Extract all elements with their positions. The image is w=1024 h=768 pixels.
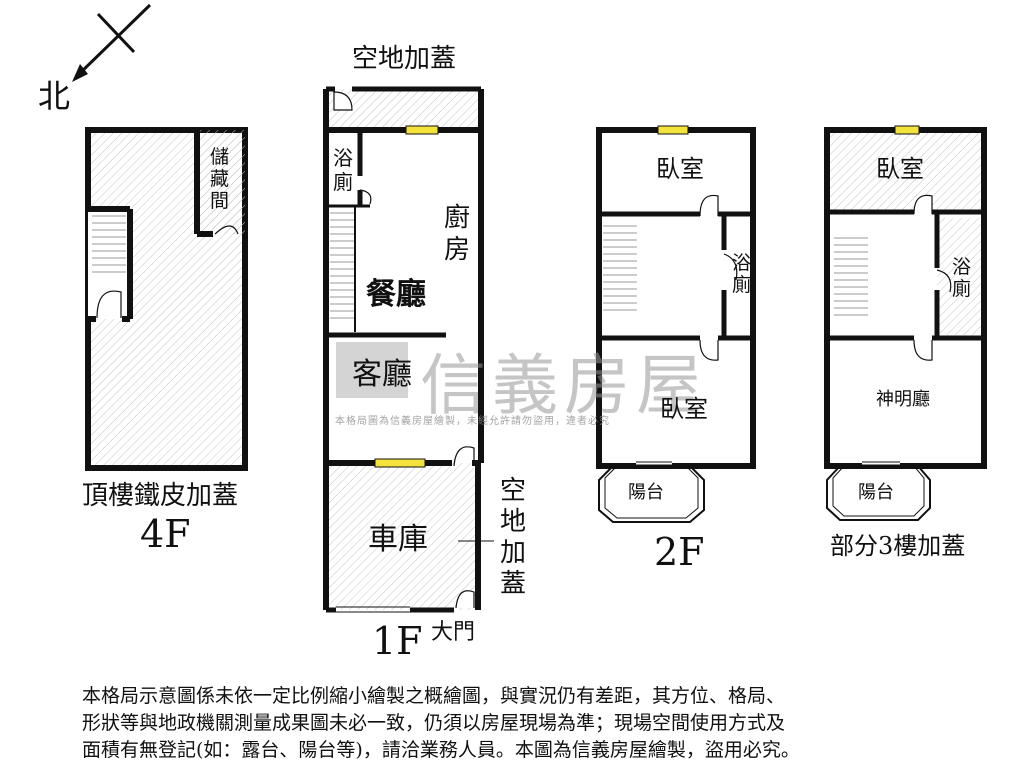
- floor4-label: 4F: [140, 512, 191, 556]
- floor2-label: 2F: [654, 530, 705, 574]
- floor4-storage-label: 儲 藏 間: [210, 146, 230, 212]
- disclaimer-line: 面積有無登記(如：露台、陽台等)，請洽業務人員。本圖為信義房屋繪製，盜用必究。: [82, 739, 800, 761]
- floor2-bath-label: 浴 廁: [732, 252, 752, 296]
- floor4-title: 頂樓鐵皮加蓋: [82, 481, 239, 511]
- floor3-shrine-label: 神明廳: [876, 389, 930, 410]
- floor3-bath-label: 浴 廁: [952, 256, 972, 300]
- floor2-bedroom-top-label: 臥室: [656, 155, 704, 183]
- watermark-logo-mark: [336, 342, 408, 398]
- floor3-bedroom-label: 臥室: [876, 155, 924, 183]
- floor-1f-plan: [323, 86, 494, 613]
- floor1-garage-label: 車庫: [368, 522, 428, 557]
- floor1-bath-label: 浴 廁: [333, 146, 353, 194]
- disclaimer-line: 本格局示意圖係未依一定比例縮小繪製之概繪圖，與實況仍有差距，其方位、格局、: [82, 685, 786, 707]
- floor2-balcony-label: 陽台: [628, 482, 664, 503]
- watermark-text: 本格局圖為信義房屋繪製，未經允許請勿盜用，違者必究: [335, 416, 610, 427]
- floor3-balcony-label: 陽台: [858, 482, 894, 503]
- floor1-main-door-label: 大門: [431, 620, 476, 645]
- floor1-kitchen-label: 廚 房: [444, 203, 471, 265]
- north-arrow-icon: [72, 3, 152, 82]
- floor1-side-addition-label: 空 地 加 蓋: [500, 476, 527, 599]
- north-label: 北: [38, 77, 71, 115]
- watermark-logo: 信義房屋: [420, 347, 708, 424]
- floor1-label: 1F: [372, 619, 423, 663]
- floor-3f-plan: [824, 125, 987, 521]
- floor1-dining-label: 餐廳: [366, 277, 426, 312]
- disclaimer-text: 本格局示意圖係未依一定比例縮小繪製之概繪圖，與實況仍有差距，其方位、格局、 形狀…: [82, 683, 982, 764]
- floor3-title: 部分3樓加蓋: [830, 532, 966, 560]
- floor-2f-plan: [596, 125, 756, 523]
- floor-4f-plan: [85, 127, 248, 471]
- disclaimer-line: 形狀等與地政機關測量成果圖未必一致，仍須以房屋現場為準；現場空間使用方式及: [82, 712, 786, 734]
- floor1-living-label: 客廳: [352, 357, 412, 392]
- floor1-rooftop-addition-label: 空地加蓋: [352, 44, 457, 74]
- floor2-bedroom-bottom-label: 臥室: [660, 395, 708, 423]
